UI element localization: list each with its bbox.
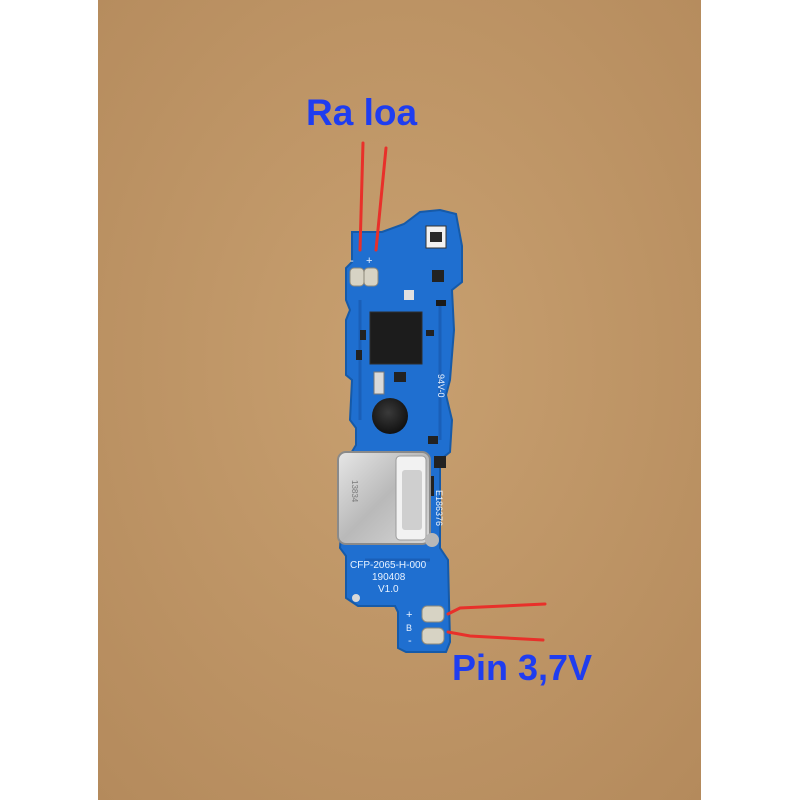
usb-c-connector [337, 451, 431, 545]
main-ic-chip [369, 311, 423, 365]
battery-pad-plus [421, 605, 445, 623]
battery-label-b: B [406, 623, 412, 633]
board-rating: 94V-0 [436, 374, 446, 398]
battery-label-minus: - [408, 635, 412, 647]
board-code: E186376 [434, 490, 444, 526]
connector-code: 13834 [350, 480, 359, 503]
board-date-code: 190408 [372, 572, 406, 583]
board-version: V1.0 [378, 584, 399, 595]
pcb-board [337, 208, 463, 653]
battery-label: Pin 3,7V [452, 647, 593, 688]
pad-label-minus: - [350, 255, 354, 267]
speaker-pad-minus [349, 267, 365, 287]
speaker-pad-plus [363, 267, 379, 287]
speaker-wire-minus [358, 141, 365, 252]
board-part-number: CFP-2065-H-000 [350, 560, 427, 571]
battery-wire-minus [446, 630, 545, 642]
battery-pad-minus [421, 627, 445, 645]
annotation-lines [358, 141, 547, 642]
battery-label-plus: + [406, 609, 412, 621]
battery-wire-plus [446, 602, 547, 616]
pad-label-plus: + [366, 255, 372, 267]
speaker-wire-plus [374, 146, 388, 252]
microphone [372, 398, 408, 434]
speaker-output-label: Ra loa [306, 92, 418, 133]
